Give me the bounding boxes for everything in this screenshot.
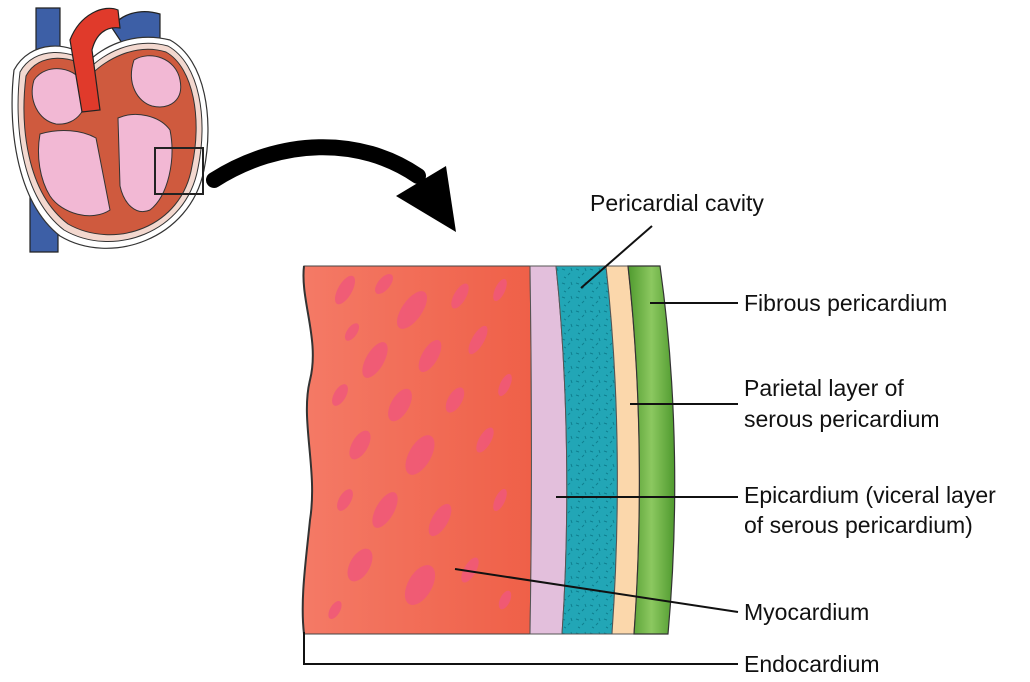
- heart-illustration: [12, 8, 208, 252]
- zoom-arrow: [214, 147, 456, 232]
- label-fibrous-pericardium: Fibrous pericardium: [744, 289, 947, 317]
- tissue-section: [303, 266, 675, 634]
- label-epicardium-line1: Epicardium (viceral layer: [744, 481, 996, 509]
- leader-endocardium: [304, 632, 738, 664]
- label-parietal-line1: Parietal layer of: [744, 374, 904, 402]
- label-myocardium: Myocardium: [744, 598, 869, 626]
- label-pericardial-cavity: Pericardial cavity: [590, 189, 764, 217]
- label-epicardium-line2: of serous pericardium): [744, 511, 973, 539]
- label-parietal-line2: serous pericardium: [744, 405, 940, 433]
- label-endocardium: Endocardium: [744, 650, 880, 678]
